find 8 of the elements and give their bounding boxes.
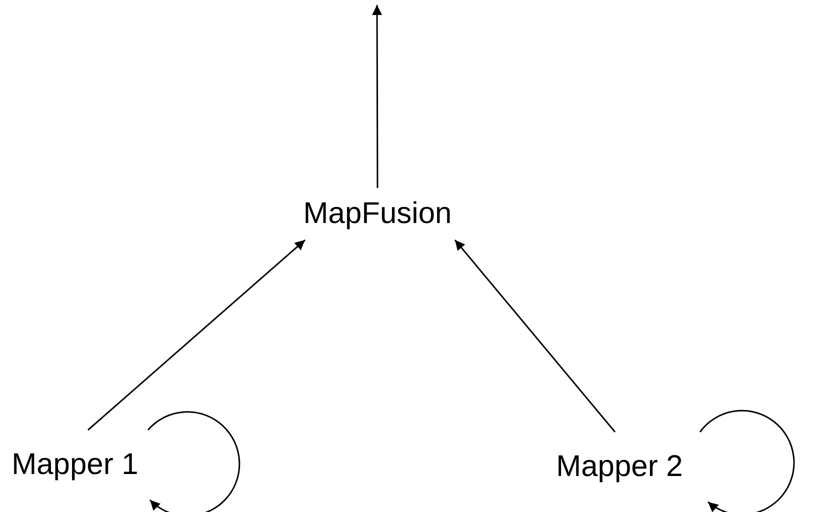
arrow — [454, 240, 616, 432]
loop-arrow — [147, 411, 240, 512]
node-label: Mapper 1 — [12, 448, 138, 482]
arrow — [88, 239, 306, 431]
loop-arrow — [699, 410, 795, 512]
arrow — [372, 5, 382, 188]
node-label: Mapper 2 — [556, 450, 683, 484]
node-label: MapFusion — [303, 197, 452, 231]
